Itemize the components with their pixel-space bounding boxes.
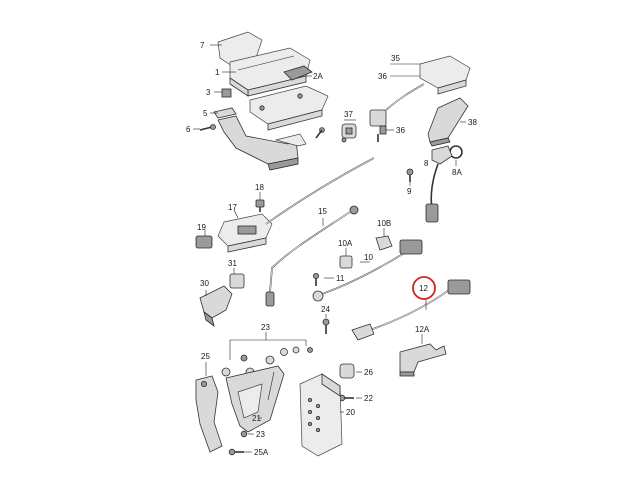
- callout-18: 18: [255, 183, 264, 192]
- callout-23-bottom: 23: [256, 430, 265, 439]
- part-38-bracket[interactable]: [427, 97, 469, 147]
- part-10b-clamp[interactable]: [375, 235, 393, 251]
- part-12a-bracket[interactable]: [399, 343, 447, 377]
- callout-7: 7: [200, 41, 205, 50]
- leader-lines: [193, 44, 466, 453]
- part-10-cable[interactable]: [312, 239, 423, 302]
- callout-labels: 7 1 2A 3 5 6 35 36 36 38 37 8A 8 9 18 17…: [186, 41, 477, 457]
- callout-9: 9: [407, 187, 412, 196]
- part-25a-screw[interactable]: [228, 448, 244, 456]
- callout-20: 20: [346, 408, 355, 417]
- callout-6: 6: [186, 125, 191, 134]
- part-9-screw[interactable]: [406, 168, 414, 182]
- callout-8: 8: [424, 159, 429, 168]
- part-6-screw[interactable]: [199, 124, 216, 131]
- callout-35: 35: [391, 54, 400, 63]
- callout-11: 11: [336, 274, 345, 283]
- callout-3: 3: [206, 88, 211, 97]
- part-3-clip[interactable]: [221, 88, 232, 98]
- part-8-sensor[interactable]: [425, 145, 453, 223]
- highlight-circle: [412, 276, 436, 300]
- part-35-module[interactable]: [419, 55, 471, 95]
- part-22-screw[interactable]: [338, 394, 354, 402]
- callout-26: 26: [364, 368, 373, 377]
- callout-36: 36: [396, 126, 405, 135]
- part-tray[interactable]: [217, 115, 307, 171]
- callout-5: 5: [203, 109, 208, 118]
- part-10a-clip[interactable]: [339, 255, 353, 269]
- part-23-hardware-set[interactable]: [221, 346, 313, 377]
- part-1-control-unit[interactable]: [229, 47, 311, 97]
- callout-12a: 12A: [415, 325, 430, 334]
- part-30-bracket[interactable]: [199, 285, 233, 327]
- callout-10a: 10A: [338, 239, 353, 248]
- part-11-screw[interactable]: [312, 272, 319, 286]
- callout-8a: 8A: [452, 168, 462, 177]
- callout-31: 31: [228, 259, 237, 268]
- callout-23-top: 23: [261, 323, 270, 332]
- part-12-oxygen-sensor[interactable]: [351, 279, 471, 341]
- callout-24: 24: [321, 305, 330, 314]
- callout-10: 10: [364, 253, 373, 262]
- part-bracket-plate[interactable]: [249, 85, 329, 131]
- part-screw-bracket[interactable]: [315, 127, 325, 139]
- callout-12: 12: [419, 284, 428, 293]
- part-24-screw[interactable]: [322, 318, 330, 334]
- callout-36-top: 36: [378, 72, 387, 81]
- callout-25a: 25A: [254, 448, 269, 457]
- part-15-sensor-cable[interactable]: [265, 205, 359, 307]
- part-5-holder[interactable]: [213, 107, 237, 119]
- part-23-small-nut[interactable]: [240, 430, 248, 438]
- part-37-sensor[interactable]: [341, 123, 357, 143]
- callout-15: 15: [318, 207, 327, 216]
- part-31-clip[interactable]: [229, 273, 245, 289]
- callout-1: 1: [215, 68, 220, 77]
- callout-37: 37: [344, 110, 353, 119]
- callout-10b: 10B: [377, 219, 391, 228]
- part-17-relay-bracket[interactable]: [217, 213, 273, 253]
- part-19-connector[interactable]: [195, 235, 213, 249]
- part-2a-connector[interactable]: [283, 65, 313, 81]
- callout-38: 38: [468, 118, 477, 127]
- part-25-bracket[interactable]: [195, 375, 223, 453]
- part-21-frame[interactable]: [225, 365, 285, 433]
- callout-19: 19: [197, 223, 206, 232]
- part-26-grommet[interactable]: [339, 363, 355, 379]
- part-36-connector[interactable]: [369, 109, 387, 142]
- callout-30: 30: [200, 279, 209, 288]
- callout-25: 25: [201, 352, 210, 361]
- callout-22: 22: [364, 394, 373, 403]
- part-20-module[interactable]: [299, 373, 343, 457]
- callout-21: 21: [252, 414, 261, 423]
- part-18-screw[interactable]: [255, 199, 265, 212]
- callout-2a: 2A: [313, 72, 323, 81]
- callout-17: 17: [228, 203, 237, 212]
